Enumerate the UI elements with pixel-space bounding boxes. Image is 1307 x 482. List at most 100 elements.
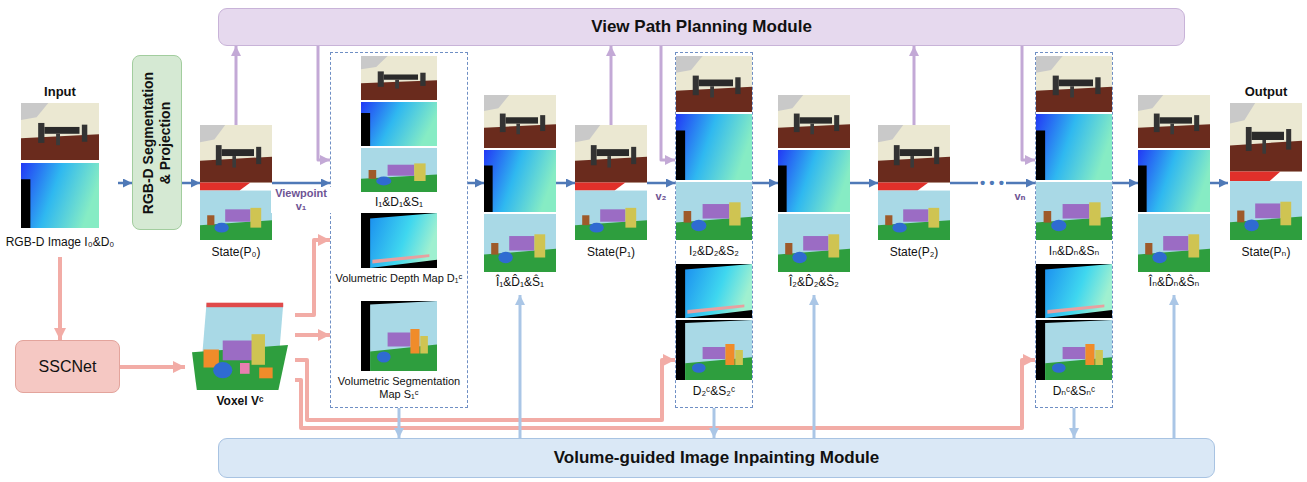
- image-region: [1085, 344, 1094, 365]
- caption: Volumetric Segmentation Map S₁ᶜ: [331, 375, 467, 401]
- flow-arrow: [1113, 182, 1138, 185]
- image-region: [582, 215, 589, 225]
- image-region: [597, 149, 629, 156]
- rgb-image: [361, 56, 437, 100]
- image-region: [1063, 204, 1090, 219]
- image-region: [878, 157, 950, 183]
- image-region: [1047, 305, 1104, 314]
- image-region: [703, 204, 730, 219]
- image-region: [484, 95, 509, 111]
- volumetric-segmentation-image: [676, 320, 752, 380]
- image-region: [1045, 264, 1112, 318]
- image-region: [928, 208, 939, 228]
- image-region: [484, 166, 493, 213]
- flow-arrow: [850, 182, 878, 185]
- image-region: [206, 303, 283, 308]
- image-region: [372, 254, 429, 263]
- image-region: [800, 117, 832, 123]
- image-region: [735, 350, 743, 365]
- node-label: SSCNet: [33, 357, 103, 376]
- volumetric-segmentation-image: [361, 301, 437, 371]
- image-region: [1059, 80, 1093, 87]
- image-region: [361, 113, 370, 146]
- image-region: [693, 76, 699, 96]
- image-region: [540, 115, 545, 131]
- flow-arrow: [272, 182, 330, 185]
- image-region: [506, 117, 538, 123]
- rgb-image: [484, 95, 556, 148]
- inpainted-figure: Î₂&D̂₂&Ŝ₂: [778, 95, 850, 295]
- segmentation-image: [1230, 181, 1302, 240]
- caption: Volumetric Depth Map D₁ᶜ: [331, 272, 467, 285]
- flow-arrow: [295, 333, 330, 337]
- image-region: [828, 234, 839, 257]
- image-region: [491, 243, 498, 255]
- image-region: [414, 163, 425, 181]
- segmentation-image: [575, 191, 647, 240]
- image-region: [207, 215, 214, 225]
- image-region: [21, 179, 30, 228]
- image-region: [903, 209, 928, 221]
- image-region: [687, 305, 744, 314]
- image-region: [250, 208, 261, 228]
- image-region: [778, 124, 850, 148]
- image-region: [1051, 220, 1066, 232]
- image-region: [894, 145, 900, 165]
- image-region: [1052, 363, 1066, 373]
- flow-arrow: [610, 46, 613, 125]
- image-region: [1237, 211, 1244, 223]
- image-region: [834, 115, 839, 131]
- image-region: [778, 95, 803, 111]
- image-region: [534, 234, 545, 257]
- image-region: [900, 149, 932, 156]
- image-region: [685, 264, 752, 318]
- image-region: [1286, 129, 1291, 150]
- image-region: [1154, 114, 1160, 133]
- image-region: [710, 86, 714, 97]
- connector-layer: [60, 46, 1228, 438]
- image-region: [214, 223, 228, 233]
- flow-arrow: [398, 408, 401, 438]
- image-region: [794, 114, 800, 133]
- volumetric-depth-image: [676, 264, 752, 318]
- edge-label: Viewpoint v₁: [271, 187, 331, 213]
- flow-arrow: [1022, 46, 1035, 160]
- image-region: [1138, 166, 1147, 213]
- image-region: [509, 236, 534, 251]
- image-region: [1070, 86, 1074, 97]
- image-region: [232, 156, 236, 168]
- image-region: [575, 157, 647, 183]
- flow-arrow: [295, 360, 1035, 428]
- inpainted-figure: Îₙ&D̂ₙ&Ŝₙ: [1138, 95, 1210, 295]
- segmentation-image: [1036, 182, 1112, 240]
- caption: I₂&D₂&S₂: [676, 245, 752, 258]
- image-region: [685, 320, 752, 380]
- volumetric-segmentation-image: [1036, 320, 1112, 380]
- rgb-image: [1036, 56, 1112, 112]
- caption: Îₙ&D̂ₙ&Ŝₙ: [1138, 276, 1210, 289]
- ellipsis-mark: • • •: [978, 175, 1006, 191]
- image-region: [600, 209, 625, 221]
- flow-arrow: [813, 295, 816, 438]
- image-region: [21, 103, 48, 120]
- flow-arrow: [295, 240, 330, 315]
- caption: State(Pₙ): [1228, 246, 1304, 259]
- image-region: [420, 336, 428, 354]
- node-label: RGB-D Segmentation & Projection: [140, 65, 174, 220]
- image-region: [388, 333, 411, 347]
- image-region: [684, 211, 692, 223]
- image-region: [240, 363, 250, 374]
- flow-arrow: [519, 295, 522, 438]
- image-region: [213, 362, 232, 378]
- segmentation-image: [1138, 214, 1210, 272]
- image-region: [810, 124, 814, 135]
- image-region: [1170, 124, 1174, 135]
- image-region: [420, 73, 425, 86]
- image-region: [699, 80, 733, 87]
- image-region: [370, 213, 437, 268]
- image-region: [589, 223, 603, 233]
- module-band: View Path Planning Module: [218, 8, 1185, 46]
- rgb-image: [575, 125, 647, 183]
- depth-image: [21, 163, 99, 228]
- image-region: [878, 125, 903, 142]
